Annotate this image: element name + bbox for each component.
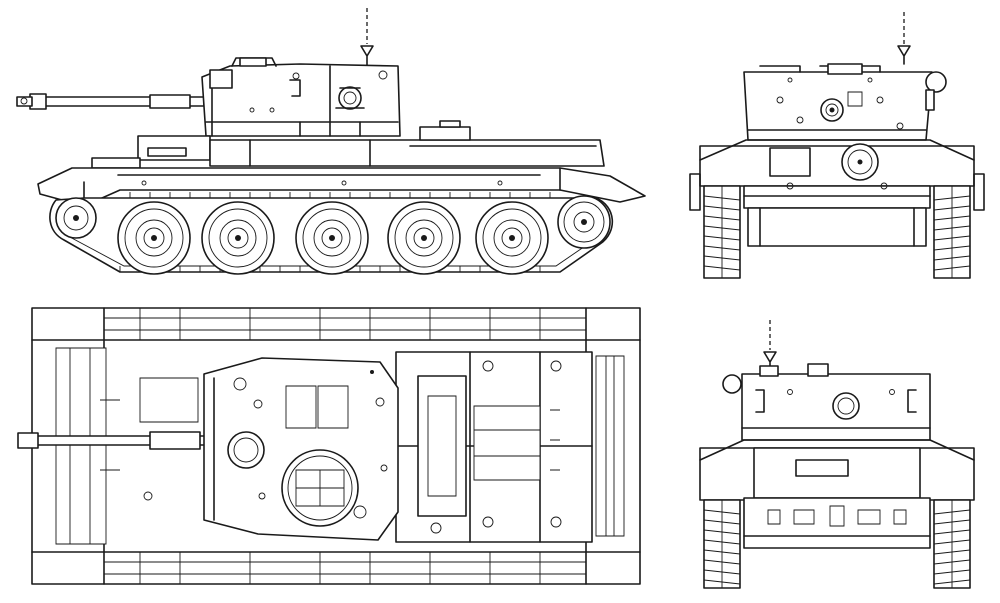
antenna-mount bbox=[898, 46, 910, 64]
drive-sprocket bbox=[558, 196, 610, 248]
antenna-mount bbox=[361, 46, 373, 66]
track-front-left bbox=[704, 186, 740, 278]
hull-rear bbox=[700, 440, 974, 548]
turret-top bbox=[204, 358, 398, 540]
side-elevation-view bbox=[17, 8, 645, 274]
main-gun-top bbox=[18, 432, 206, 449]
track-rear-left bbox=[704, 500, 740, 588]
front-elevation-view bbox=[690, 12, 984, 278]
track-rear-right bbox=[934, 500, 970, 588]
road-wheel-2 bbox=[202, 202, 274, 274]
plan-view bbox=[18, 308, 640, 584]
turret-side bbox=[202, 58, 400, 136]
road-wheel-1 bbox=[118, 202, 190, 274]
road-wheel-4 bbox=[388, 202, 460, 274]
turret-front bbox=[744, 64, 946, 140]
hull-side bbox=[38, 121, 645, 206]
road-wheel-3 bbox=[296, 202, 368, 274]
hull-front bbox=[690, 140, 984, 246]
idler-wheel bbox=[56, 198, 96, 238]
rear-elevation-view bbox=[700, 320, 974, 588]
turret-rear bbox=[723, 364, 930, 440]
main-gun bbox=[17, 94, 204, 109]
track-front-right bbox=[934, 186, 970, 278]
road-wheel-5 bbox=[476, 202, 548, 274]
